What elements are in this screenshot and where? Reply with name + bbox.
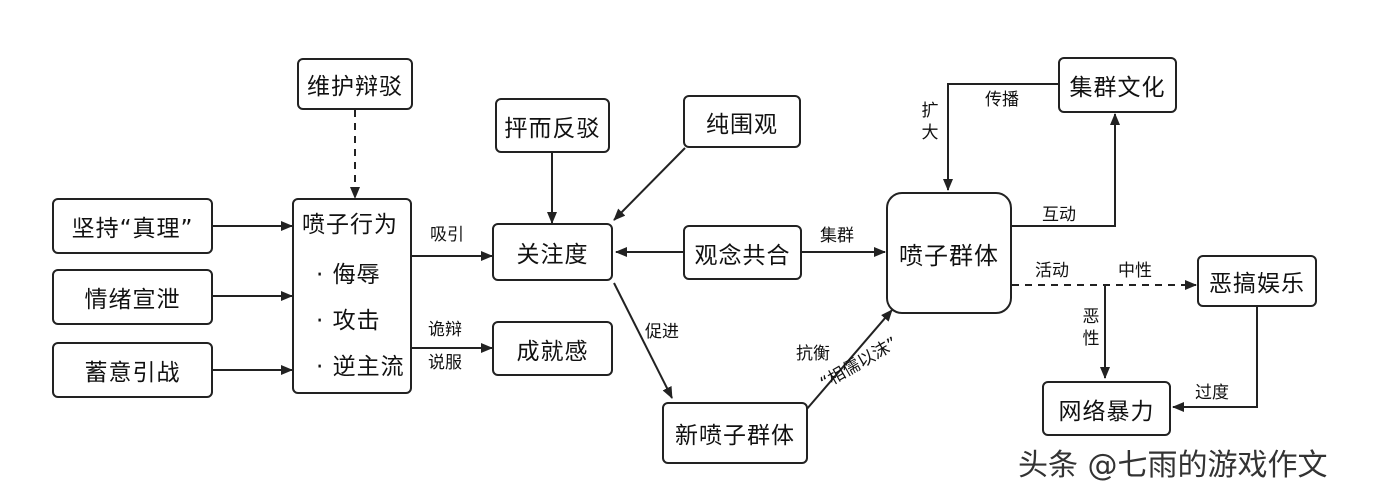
label-zhongxing: 中性 [1118,261,1152,281]
edge-xinpenzi-group [805,309,893,411]
label-kangheng: 抗衡 [796,344,830,364]
label-kuoda: 扩大 [921,101,939,143]
behavior-item-contrarian: · 逆主流 [316,354,405,380]
label-huodong: 活动 [1035,261,1069,281]
edge-group-jiqun [1012,113,1120,227]
label-guodu: 过度 [1195,383,1229,403]
box-xuyi: 蓄意引战 [52,342,213,398]
box-jiqun: 集群文化 [1058,57,1177,113]
label-hudong: 互动 [1042,205,1076,225]
behavior-item-attack: · 攻击 [316,308,381,334]
label-exing: 恶性 [1082,307,1100,349]
box-wangluo: 网络暴力 [1042,381,1171,436]
label-cujin: 促进 [645,322,679,342]
box-penzi-group: 喷子群体 [886,192,1012,314]
box-chengjiu: 成就感 [492,321,613,376]
behavior-item-insult: · 侮辱 [316,262,381,288]
box-yafan: 抨而反驳 [495,98,610,153]
box-egao: 恶搞娱乐 [1197,255,1317,307]
box-penzi-behavior: 喷子行为 · 侮辱 · 攻击 · 逆主流 [292,198,412,394]
label-chuanbo: 传播 [985,90,1019,110]
label-guibian: 诡辩 [428,320,462,340]
edge-guanzhu-xinpenzi [613,282,673,399]
box-xinpenzi: 新喷子群体 [662,402,808,464]
box-qingxu: 情绪宣泄 [52,269,213,325]
edge-egao-wangluo [1172,306,1258,412]
label-jiqun-edge: 集群 [820,226,854,246]
label-shuofu: 说服 [428,353,462,373]
edge-chunwei-guanzhu [613,147,686,221]
behavior-title: 喷子行为 [302,212,398,238]
box-jianchi: 坚持“真理” [52,198,213,254]
watermark: 头条 @七雨的游戏作文 [1018,448,1328,483]
box-guannian: 观念共合 [683,225,802,280]
box-chunwei: 纯围观 [683,95,801,148]
label-xiyin: 吸引 [430,225,464,245]
box-guanzhu: 关注度 [492,223,613,281]
box-weihu: 维护辩驳 [297,58,413,110]
edge-jiqun-group [943,83,1058,191]
